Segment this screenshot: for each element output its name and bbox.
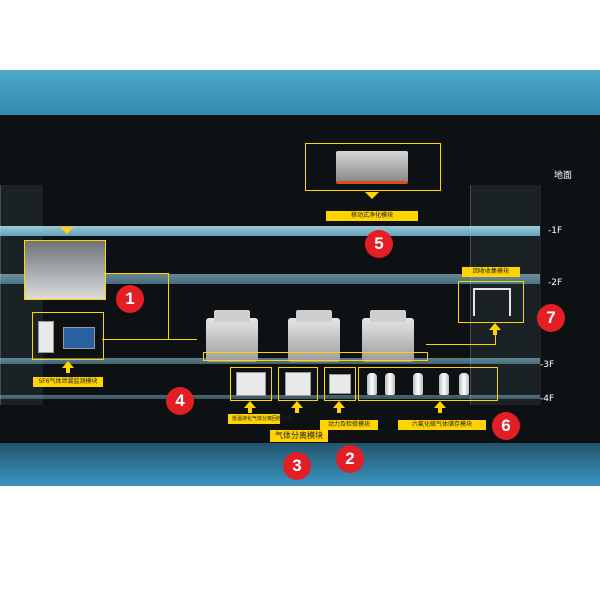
control-panel bbox=[63, 327, 95, 349]
separation-device-a bbox=[236, 372, 266, 396]
module-6-arrow bbox=[434, 401, 446, 413]
module-7-label: 回收收集模块 bbox=[462, 267, 520, 277]
power-maintenance-unit bbox=[329, 374, 351, 394]
floor-label-b4: -4F bbox=[540, 394, 555, 404]
module-1-monitor-box[interactable] bbox=[32, 312, 104, 360]
module-3-sub-label: 低温液化气体分离回收装置 bbox=[228, 414, 292, 424]
floor-label-b1: -1F bbox=[548, 226, 563, 236]
badge-2: 2 bbox=[336, 445, 364, 473]
gas-cylinder-1 bbox=[367, 373, 377, 395]
module-4-arrow bbox=[244, 401, 256, 413]
module-7-arrow bbox=[489, 323, 501, 335]
connector-m1-v bbox=[168, 273, 169, 339]
badge-5: 5 bbox=[365, 230, 393, 258]
module-1-arrow bbox=[60, 227, 74, 234]
sensor-unit bbox=[38, 321, 54, 353]
transformer-1 bbox=[206, 310, 258, 362]
connector-bus-up bbox=[495, 328, 496, 344]
separation-device-b bbox=[285, 372, 311, 396]
badge-4: 4 bbox=[166, 387, 194, 415]
module-1-up-arrow bbox=[62, 361, 74, 373]
floor-slab-b3 bbox=[0, 358, 540, 364]
module-1-label: SF6气体泄漏监测模块 bbox=[33, 377, 103, 387]
floor-label-ground: 地面 bbox=[554, 171, 573, 181]
collection-frame bbox=[473, 288, 511, 316]
floor-label-b2: -2F bbox=[548, 278, 563, 288]
badge-1: 1 bbox=[116, 285, 144, 313]
module-2-label: 动力及检修模块 bbox=[320, 420, 378, 430]
module-7-box[interactable] bbox=[458, 281, 524, 323]
module-5-label: 移动式净化模块 bbox=[326, 211, 418, 221]
floor-slab-b1 bbox=[0, 226, 540, 236]
module-5-box[interactable] bbox=[305, 143, 441, 191]
floor-label-b3: -3F bbox=[540, 360, 555, 370]
module-4-box[interactable] bbox=[230, 367, 272, 401]
module-3-box[interactable] bbox=[278, 367, 318, 401]
module-6-label: 六氟化硫气体储存模块 bbox=[398, 420, 486, 430]
badge-3: 3 bbox=[283, 452, 311, 480]
module-3-arrow bbox=[291, 401, 303, 413]
connector-monitor bbox=[102, 339, 197, 340]
badge-6: 6 bbox=[492, 412, 520, 440]
connector-bus-right bbox=[426, 344, 496, 345]
gas-pipeline-bus bbox=[203, 352, 428, 361]
gas-cylinder-4 bbox=[439, 373, 449, 395]
connector-m1-h bbox=[104, 273, 168, 274]
gas-cylinder-5 bbox=[459, 373, 469, 395]
mobile-purification-truck bbox=[336, 151, 408, 184]
module-3-label: 气体分离模块 bbox=[270, 430, 328, 442]
transformer-2 bbox=[288, 310, 340, 362]
module-6-box[interactable] bbox=[358, 367, 498, 401]
module-2-arrow bbox=[333, 401, 345, 413]
floor-slab-b2 bbox=[0, 274, 540, 284]
module-5-arrow bbox=[365, 192, 379, 199]
module-1-room[interactable] bbox=[24, 240, 106, 300]
glass-wall-right bbox=[470, 185, 541, 405]
transformer-3 bbox=[362, 310, 414, 362]
badge-7: 7 bbox=[537, 304, 565, 332]
gas-cylinder-2 bbox=[385, 373, 395, 395]
module-2-box[interactable] bbox=[324, 367, 356, 401]
gas-cylinder-3 bbox=[413, 373, 423, 395]
floor-slab-b4 bbox=[0, 395, 540, 399]
